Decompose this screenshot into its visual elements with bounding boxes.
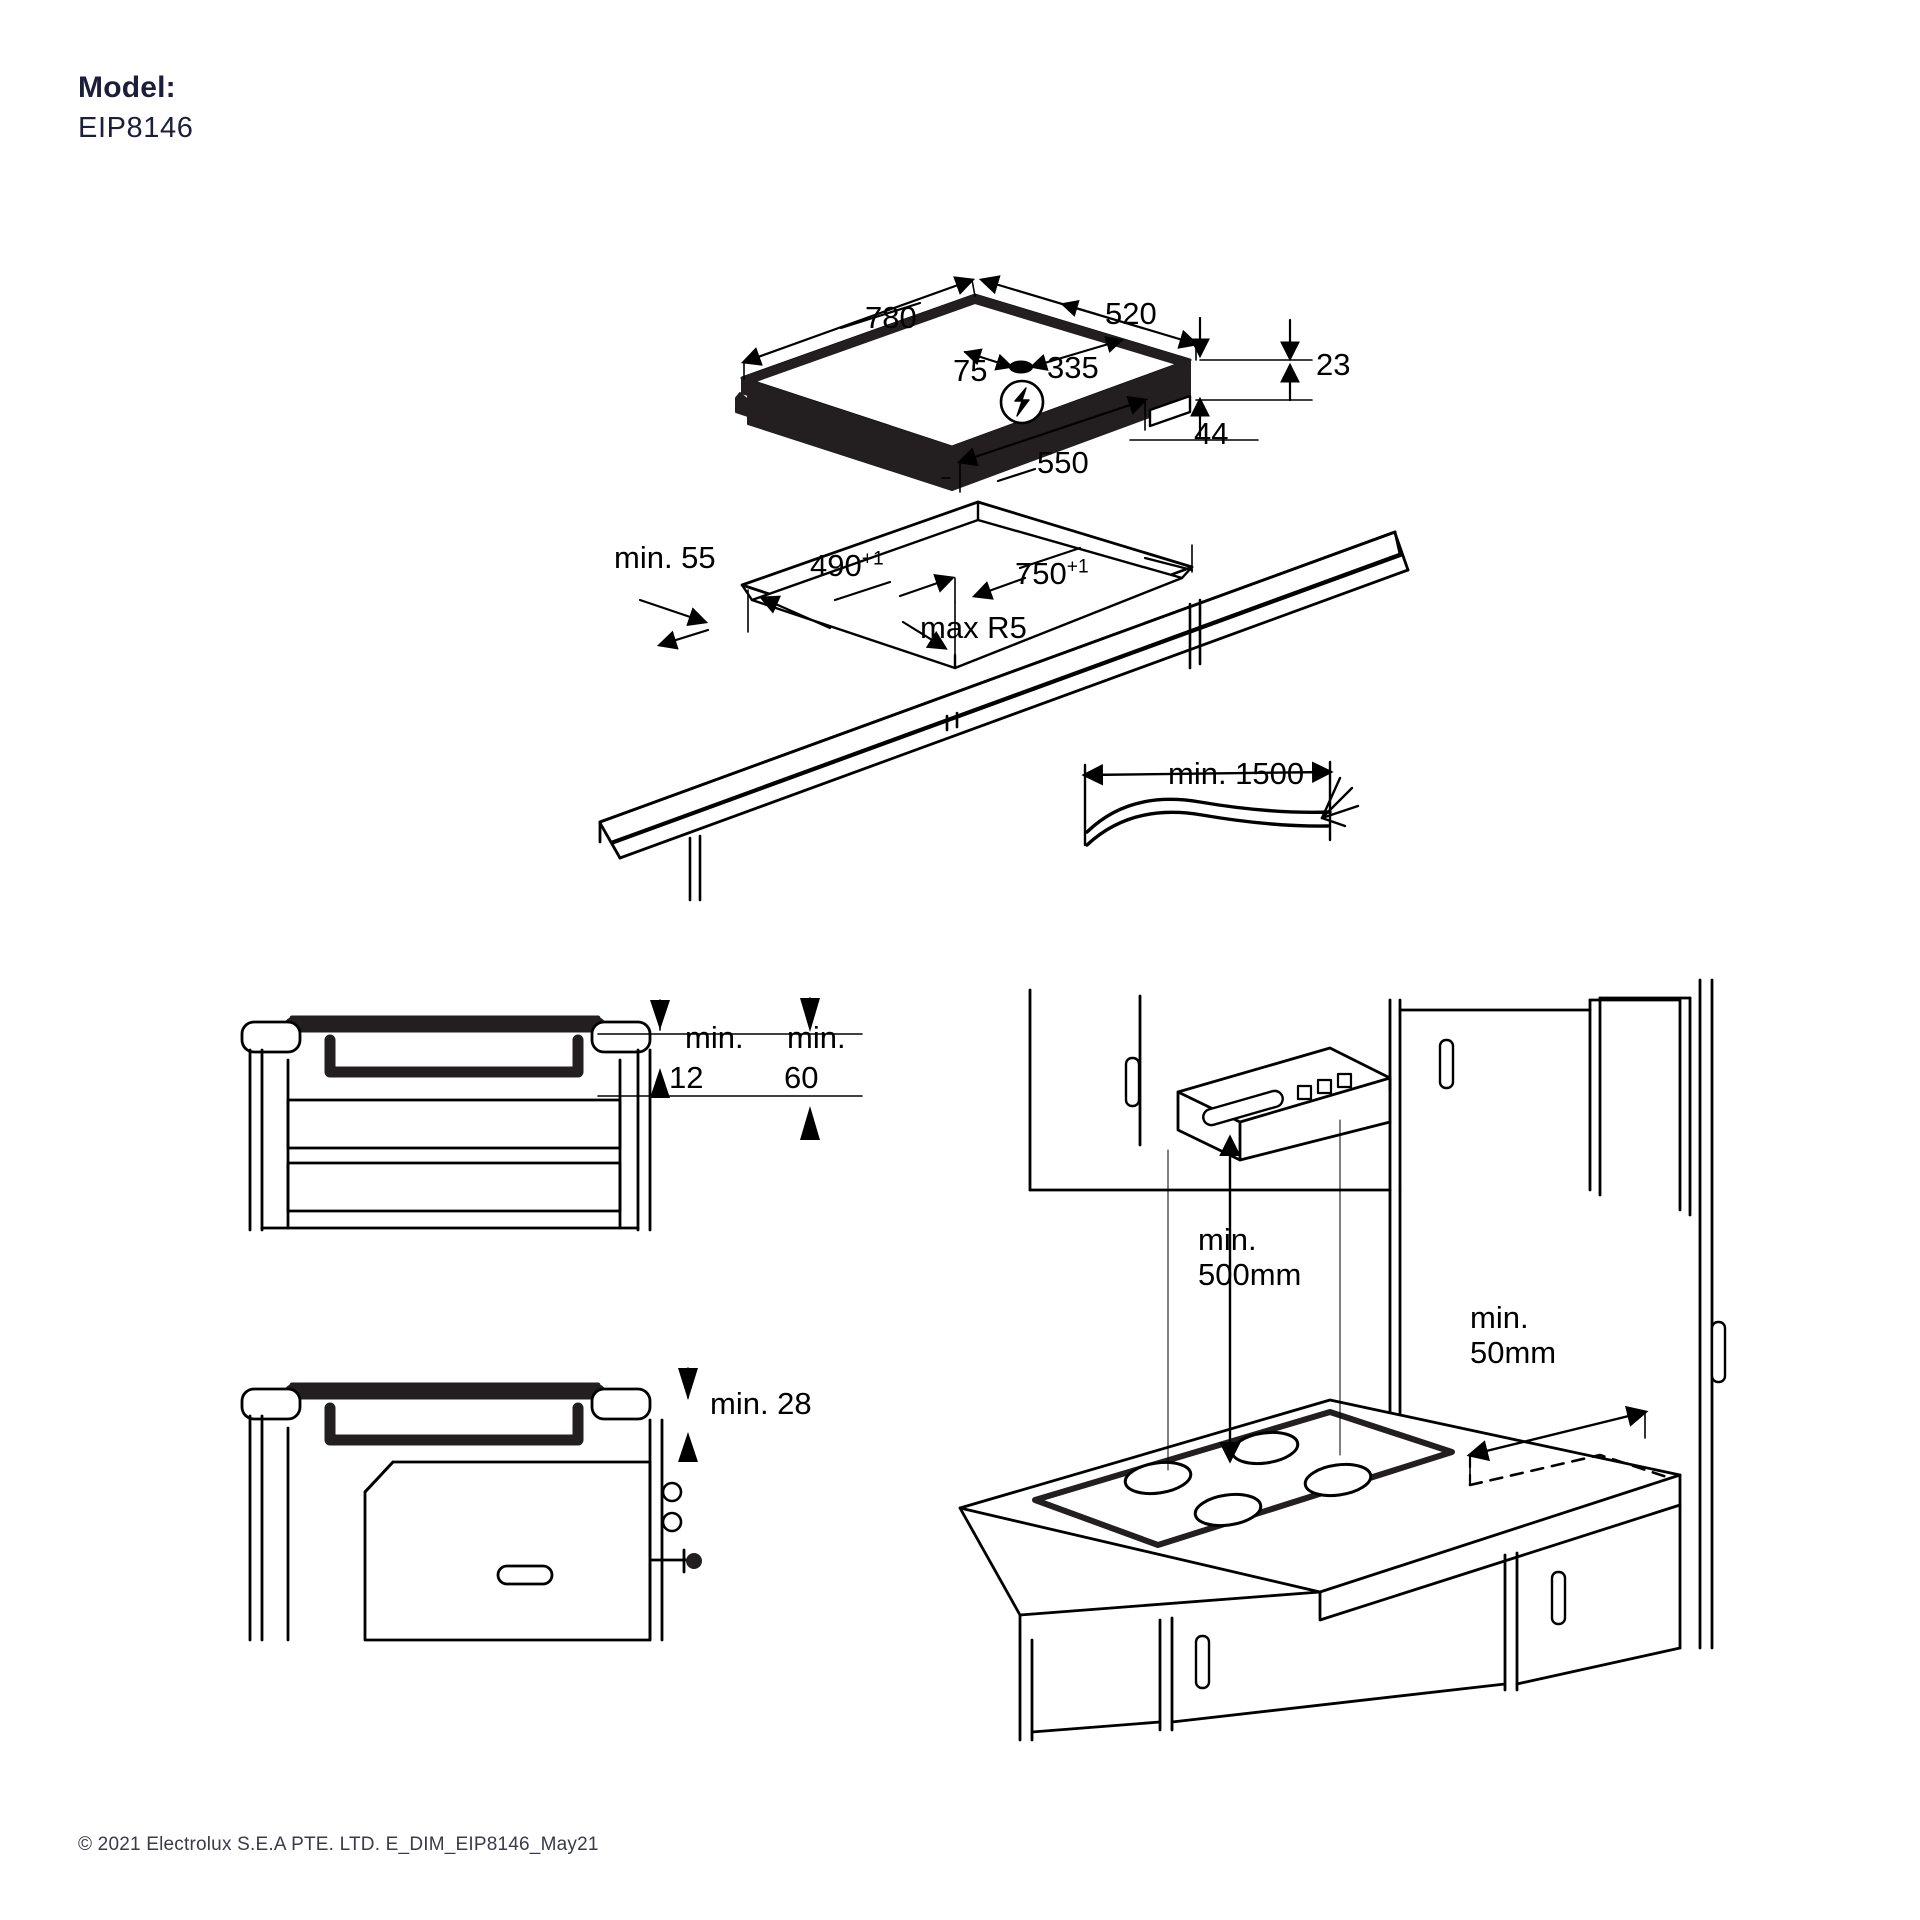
dim-wall-clearance-min: min.50mm <box>1470 1300 1557 1371</box>
worktop-cutout-view <box>598 500 1410 902</box>
model-block: Model: EIP8146 <box>78 68 193 148</box>
dim-cable-length: min. 1500 <box>1168 756 1305 791</box>
dim-corner-radius: max R5 <box>920 610 1027 645</box>
dim-hob-body-depth: 44 <box>1194 416 1229 451</box>
dim-hob-depth: 520 <box>1105 296 1157 331</box>
model-label: Model: <box>78 71 176 104</box>
dim-drawer-gap-min-value: 12 <box>669 1060 704 1095</box>
dim-drawer-depth-min-value: 60 <box>784 1060 819 1095</box>
dim-worktop-thickness-min: min. 55 <box>614 540 716 575</box>
dim-drawer-gap-min-label: min. <box>685 1020 744 1055</box>
dim-oven-gap-min: min. 28 <box>710 1386 812 1421</box>
dim-hood-height-min: min.500mm <box>1198 1222 1302 1293</box>
drawer-clearance-view <box>240 997 863 1232</box>
dim-drawer-depth-min-label: min. <box>787 1020 846 1055</box>
mains-cable-view <box>1081 760 1360 847</box>
dim-hob-width: 780 <box>865 300 917 335</box>
oven-clearance-view <box>240 1367 702 1642</box>
dim-cutout-depth: 490+1 <box>810 548 884 583</box>
copyright-footer: © 2021 Electrolux S.E.A PTE. LTD. E_DIM_… <box>78 1834 599 1855</box>
dim-cutout-width: 750+1 <box>1015 556 1089 591</box>
dim-hob-frame-height: 23 <box>1316 347 1351 382</box>
dim-connection-offset-left: 75 <box>953 353 988 388</box>
hob-product-view <box>735 275 1313 493</box>
kitchen-scene-view <box>958 978 1727 1742</box>
dim-hob-body-width: 550 <box>1037 445 1089 480</box>
dim-connection-offset-right: 335 <box>1047 350 1099 385</box>
model-number: EIP8146 <box>78 111 194 144</box>
